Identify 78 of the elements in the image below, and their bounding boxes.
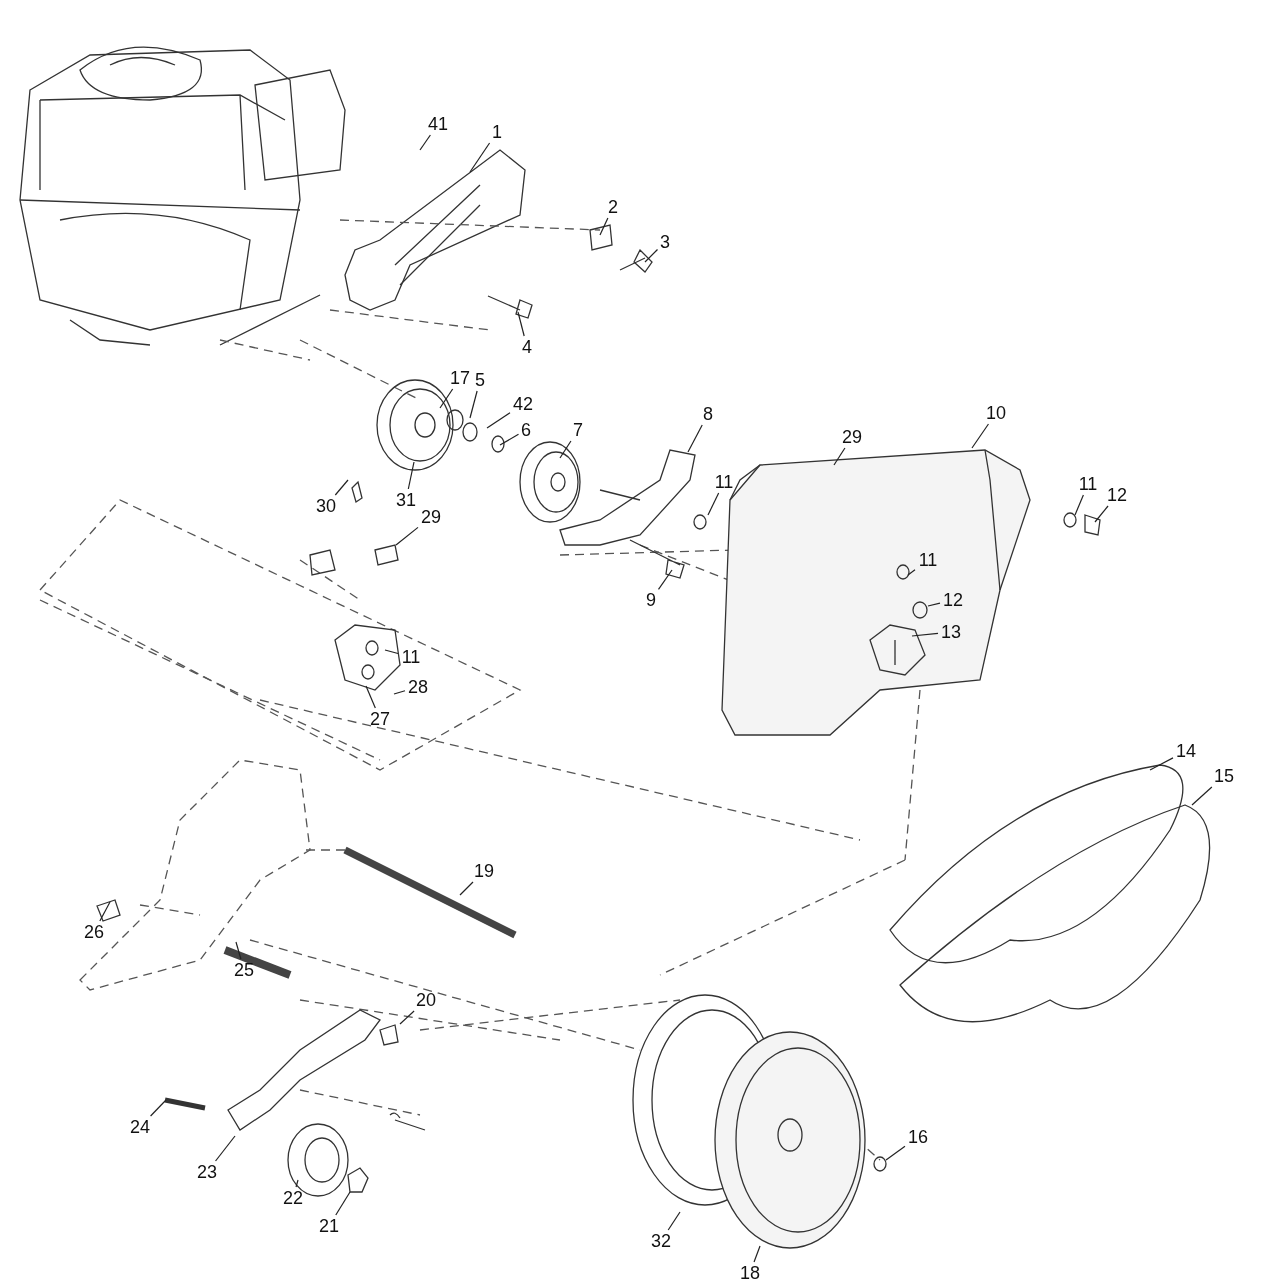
leader-line [971, 423, 990, 449]
callout-number: 9 [643, 590, 659, 610]
callout-number: 6 [518, 420, 534, 440]
leader-line [599, 217, 609, 236]
callout-number: 3 [657, 232, 673, 252]
callout-number: 26 [81, 922, 107, 942]
callout-number: 29 [839, 427, 865, 447]
callout-number: 15 [1211, 766, 1237, 786]
callout-number: 12 [1104, 485, 1130, 505]
leader-line [517, 311, 525, 337]
leader-line [365, 685, 376, 709]
callout-number: 20 [413, 990, 439, 1010]
callout-number: 11 [711, 472, 737, 492]
leader-line [644, 248, 659, 263]
leader-line [235, 941, 242, 960]
leader-line [399, 1010, 415, 1025]
leader-line [469, 390, 478, 419]
leader-line [395, 526, 419, 546]
leader-line [393, 690, 406, 695]
leader-line [927, 602, 941, 607]
callout-number: 19 [471, 861, 497, 881]
callout-number: 10 [983, 403, 1009, 423]
callout-number: 11 [915, 550, 941, 570]
callout-number: 14 [1173, 741, 1199, 761]
leader-line [1191, 786, 1213, 806]
callout-number: 11 [1075, 474, 1101, 494]
leader-line [295, 1179, 299, 1188]
leader-line [687, 424, 703, 453]
callout-number: 27 [367, 709, 393, 729]
callout-number: 41 [425, 114, 451, 134]
leader-line [335, 1191, 351, 1216]
callout-number: 12 [940, 590, 966, 610]
callout-number: 2 [605, 197, 621, 217]
callout-number: 4 [519, 337, 535, 357]
leader-line [1094, 505, 1109, 523]
leader-line [667, 1211, 681, 1231]
leader-line [559, 440, 572, 459]
leader-line [439, 388, 454, 409]
callout-number: 17 [447, 368, 473, 388]
leader-line [486, 412, 511, 429]
leader-line [469, 142, 491, 173]
callout-number: 11 [398, 647, 424, 667]
leader-line [907, 569, 916, 576]
leader-line [499, 433, 520, 446]
leader-line [911, 632, 939, 637]
callout-number: 31 [393, 490, 419, 510]
callout-number: 7 [570, 420, 586, 440]
leader-line [657, 569, 673, 590]
callout-number: 5 [472, 370, 488, 390]
callout-number: 1 [489, 122, 505, 142]
leader-line [419, 134, 431, 151]
leader-line [459, 881, 474, 896]
leader-line [833, 447, 846, 466]
callout-number: 21 [316, 1216, 342, 1236]
callout-number: 8 [700, 404, 716, 424]
callout-number: 25 [231, 960, 257, 980]
callout-number: 32 [648, 1231, 674, 1251]
leader-line [384, 649, 399, 655]
leader-line [214, 1135, 236, 1162]
leader-line [753, 1245, 761, 1263]
leader-line [99, 901, 111, 922]
leader-line [707, 492, 720, 516]
leader-line [1074, 494, 1084, 516]
callout-number: 29 [418, 507, 444, 527]
callout-number: 18 [737, 1263, 763, 1280]
callout-number: 22 [280, 1188, 306, 1208]
leader-line [1149, 757, 1174, 771]
callout-number: 24 [127, 1117, 153, 1137]
callout-number: 23 [194, 1162, 220, 1182]
callout-number: 16 [905, 1127, 931, 1147]
callout-number: 30 [313, 496, 339, 516]
leader-line [885, 1145, 906, 1161]
leader-line [334, 479, 349, 496]
callout-number: 42 [510, 394, 536, 414]
leader-line [150, 1099, 167, 1117]
leader-line [407, 461, 415, 490]
callout-number: 28 [405, 677, 431, 697]
callout-number: 13 [938, 622, 964, 642]
